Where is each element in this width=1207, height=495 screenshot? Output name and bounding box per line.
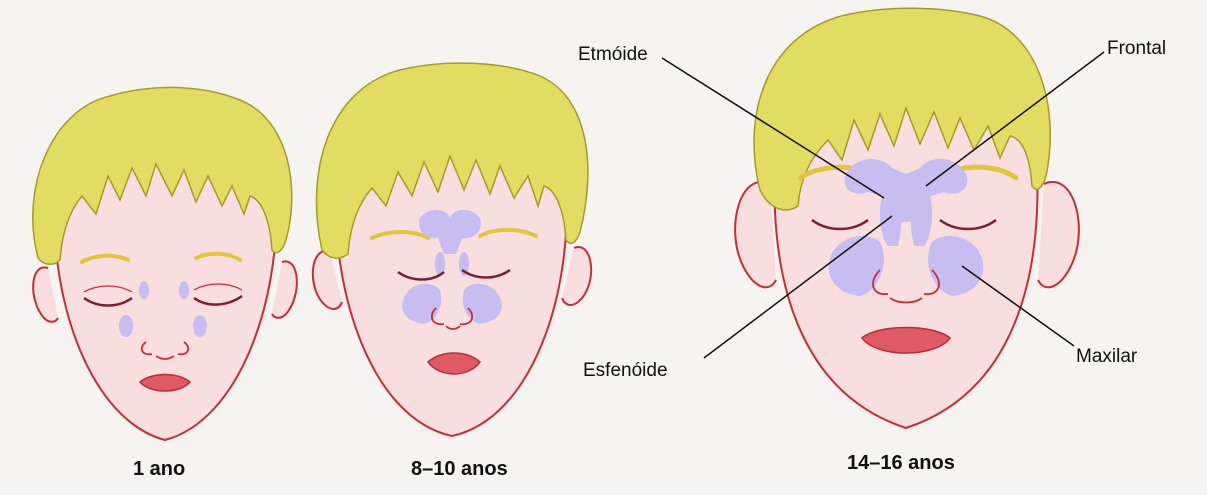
caption-1-year: 1 ano (133, 458, 185, 481)
label-frontal: Frontal (1107, 38, 1166, 60)
label-ethmoid: Etmóide (578, 44, 648, 66)
label-maxillary: Maxilar (1076, 346, 1137, 368)
caption-8-10-years: 8–10 anos (411, 458, 508, 481)
face-1-maxillary-sinus-right (193, 315, 207, 337)
face-1-mouth (140, 375, 190, 392)
face-2-ear-left (313, 251, 342, 309)
face-3-ear-right (1038, 182, 1079, 287)
face-14-16-years (662, 8, 1104, 428)
face-1-ethmoid-sinus-right (179, 281, 189, 299)
face-1-year (33, 87, 297, 440)
caption-14-16-years: 14–16 anos (847, 452, 955, 475)
face-1-ethmoid-sinus-left (139, 281, 149, 299)
label-sphenoid: Esfenóide (583, 360, 668, 382)
face-1-ear-left (33, 267, 58, 321)
face-8-10-years (313, 63, 591, 436)
face-2-ear-right (562, 247, 591, 305)
face-1-ear-right (272, 261, 297, 317)
face-1-maxillary-sinus-left (119, 315, 133, 337)
